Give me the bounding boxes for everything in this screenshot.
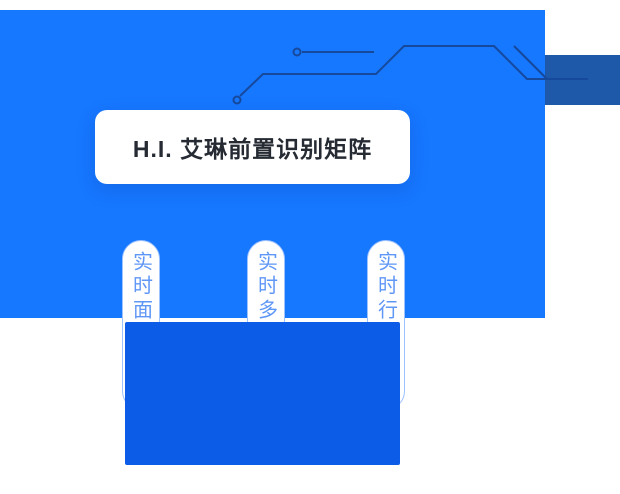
trace-line [513,45,548,80]
feature-pill-label: 实时多 [254,251,277,323]
trace-node-icon [292,47,302,57]
trace-node-icon [232,95,242,105]
title-card: H.I. 艾琳前置识别矩阵 [95,110,410,184]
feature-pill-label: 实时面 [129,251,152,323]
circuit-trace-graphic [232,45,588,105]
deep-blue-panel [125,322,400,465]
feature-pill-label: 实时行 [374,251,397,323]
hero-title: H.I. 艾琳前置识别矩阵 [132,136,373,162]
trace-line [239,45,588,97]
